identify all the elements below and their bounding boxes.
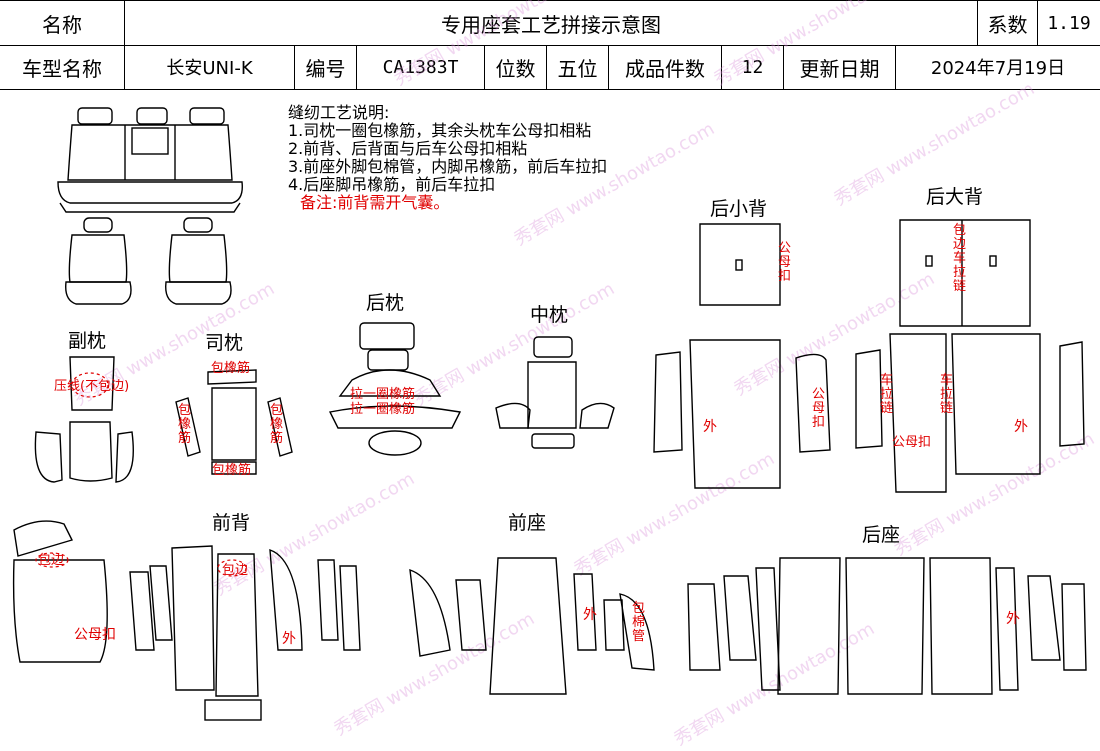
- anno-bao-xiangjin-bottom: 包橡筋: [212, 463, 252, 478]
- note-item-4: 4.后座脚吊橡筋，前后车拉扣: [288, 175, 496, 194]
- anno-gongmu-side: 公 母 扣: [812, 387, 826, 430]
- seats-label: 位数: [485, 45, 547, 89]
- anno-wai-hou-da-bei: 外: [1014, 419, 1028, 435]
- notes-heading: 缝纫工艺说明:: [288, 103, 390, 122]
- anno-gongmukou-hou-da-bei: 公母扣: [892, 435, 932, 450]
- anno-wai-hou-xiao-bei: 外: [703, 419, 717, 435]
- section-si-zhen: 司枕: [205, 332, 244, 354]
- note-remark: 备注:前背需开气囊。: [300, 193, 450, 212]
- hou-da-bei-pieces: [855, 219, 1085, 493]
- anno-la-yiquan-2: 拉一圈橡筋: [350, 402, 416, 417]
- anno-bao-xiangjin-top: 包橡筋: [211, 361, 251, 376]
- rear-bench-overview: [57, 107, 243, 213]
- coef-value: 1.19: [1047, 12, 1091, 34]
- section-qian-zuo: 前座: [508, 512, 547, 534]
- qian-zuo-pieces: [409, 557, 655, 695]
- header-table: 名称 专用座套工艺拼接示意图 系数 1.19 车型名称 长安UNI-K 编号 C…: [0, 0, 1100, 90]
- anno-gongmukou-qian-bei: 公母扣: [74, 627, 116, 643]
- front-seats-overview: [65, 217, 232, 305]
- hou-zuo-pieces: [687, 557, 1087, 695]
- section-hou-xiao-bei: 后小背: [710, 198, 768, 220]
- si-zhen-pieces: [175, 369, 293, 475]
- pieces-label: 成品件数: [609, 45, 722, 89]
- anno-che-la-lian-2: 车 拉 链: [940, 373, 954, 416]
- anno-wai-qian-bei: 外: [282, 631, 296, 647]
- date-label: 更新日期: [784, 45, 896, 89]
- note-item-2: 2.前背、后背面与后车公母扣相粘: [288, 139, 528, 158]
- anno-wai-qian-zuo: 外: [583, 607, 597, 623]
- coef-label: 系数: [978, 1, 1038, 45]
- header-row-2: 车型名称 长安UNI-K 编号 CA1383T 位数 五位 成品件数 12 更新…: [0, 45, 1100, 90]
- page-title: 专用座套工艺拼接示意图: [125, 1, 978, 45]
- model-value: 长安UNI-K: [125, 45, 295, 89]
- code-value: CA1383T: [357, 45, 485, 89]
- section-hou-zhen: 后枕: [366, 292, 405, 314]
- section-qian-bei: 前背: [212, 512, 251, 534]
- pieces-value: 12: [722, 45, 784, 89]
- section-zhong-zhen: 中枕: [530, 304, 569, 326]
- qian-bei-pieces: [12, 520, 361, 721]
- seats-value: 五位: [547, 45, 609, 89]
- header-row-1: 名称 专用座套工艺拼接示意图 系数 1.19: [0, 0, 1100, 46]
- sewing-notes: 缝纫工艺说明: 1.司枕一圈包橡筋，其余头枕车公母扣相粘 2.前背、后背面与后车…: [288, 104, 607, 212]
- note-item-3: 3.前座外脚包棉管，内脚吊橡筋，前后车拉扣: [288, 157, 608, 176]
- anno-la-yiquan-1: 拉一圈橡筋: [350, 387, 416, 402]
- date-value: 2024年7月19日: [930, 58, 1066, 79]
- anno-che-la-lian-1: 车 拉 链: [880, 373, 894, 416]
- hou-zhen-pieces: [328, 322, 462, 456]
- fu-zhen-pieces: [34, 356, 134, 483]
- anno-wai-hou-zuo: 外: [1006, 611, 1020, 627]
- note-item-1: 1.司枕一圈包橡筋，其余头枕车公母扣相粘: [288, 121, 592, 140]
- hou-xiao-bei-pieces: [653, 223, 831, 489]
- anno-yaxian: 压线(不包边): [54, 379, 130, 394]
- anno-bao-bian-center: 包边: [222, 563, 249, 578]
- zhong-zhen-pieces: [495, 336, 615, 449]
- code-label: 编号: [295, 45, 357, 89]
- anno-bao-bian-left: 包边: [38, 553, 65, 568]
- section-fu-zhen: 副枕: [68, 330, 107, 352]
- anno-bao-mian-guan: 包 棉 管: [632, 601, 646, 644]
- anno-gongmu-hou-xiao-bei: 公 母 扣: [778, 241, 792, 284]
- pattern-drawing: [12, 107, 1087, 721]
- anno-bao-xiangjin-left: 包 橡 筋: [178, 403, 192, 446]
- name-label: 名称: [0, 1, 125, 45]
- section-hou-da-bei: 后大背: [926, 186, 984, 208]
- anno-bao-bian-la-lian: 包 边 车 拉 链: [953, 223, 967, 294]
- section-hou-zuo: 后座: [862, 524, 901, 546]
- anno-bao-xiangjin-right: 包 橡 筋: [270, 403, 284, 446]
- model-label: 车型名称: [0, 45, 125, 89]
